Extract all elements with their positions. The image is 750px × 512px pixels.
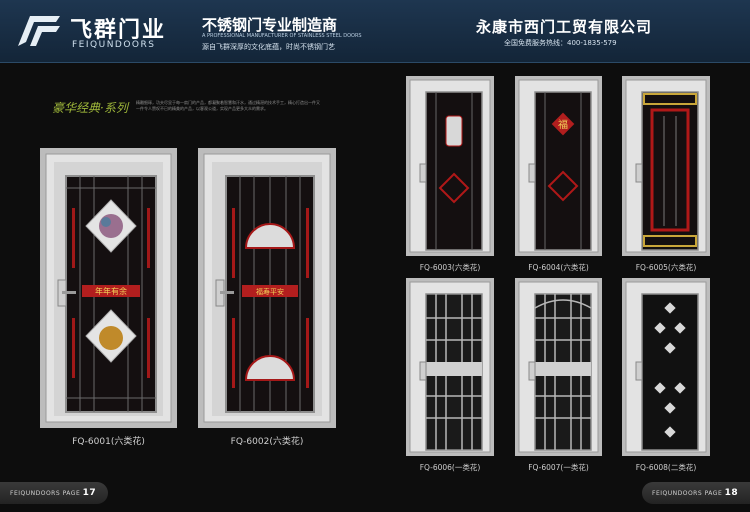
footer-left-label: FEIQUNDOORS PAGE	[10, 490, 81, 497]
brand-name-en: FEIQUNDOORS	[72, 40, 156, 50]
footer-left-page: 17	[82, 488, 97, 498]
door-6002-plaque: 福寿平安	[256, 287, 284, 296]
door-6008-caption: FQ-6008(二类花)	[635, 463, 697, 472]
door-fq-6004: 福	[515, 76, 602, 256]
feiqun-logo-icon	[18, 16, 60, 46]
door-6004-char: 福	[558, 118, 568, 131]
tagline-sub: 源自飞群深厚的文化底蕴，时尚不锈钢门艺	[202, 43, 335, 51]
door-6002-caption: FQ-6002(六类花)	[230, 437, 304, 447]
door-fq-6006	[406, 278, 494, 456]
door-6003-caption: FQ-6003(六类花)	[419, 263, 481, 272]
door-6005-caption: FQ-6005(六类花)	[635, 263, 697, 272]
door-fq-6008	[622, 278, 710, 456]
footer-page-18: FEIQUNDOORS PAGE 18	[642, 482, 750, 504]
door-6004-caption: FQ-6004(六类花)	[528, 263, 589, 272]
footer-right-text: FEIQUNDOORS PAGE 18	[652, 488, 738, 498]
series-description: 精雕细琢，功夫尽显于每一扇门的产品，都凝聚着智慧和汗水，通过精湛的技术手工，精心…	[136, 100, 320, 111]
door-6001-caption: FQ-6001(六类花)	[72, 437, 145, 447]
door-fq-6002: 福寿平安	[198, 148, 336, 428]
door-fq-6003	[406, 76, 494, 256]
door-6001-plaque: 年年有余	[95, 286, 127, 296]
page-header: 飞群门业 FEIQUNDOORS 不锈钢门专业制造商 A PROFESSIONA…	[0, 0, 750, 63]
footer-right-label: FEIQUNDOORS PAGE	[652, 490, 723, 497]
door-6006-caption: FQ-6006(一类花)	[419, 463, 481, 472]
door-6007-caption: FQ-6007(一类花)	[528, 463, 589, 472]
footer-page-17: FEIQUNDOORS PAGE 17	[0, 482, 108, 504]
tagline-title: 不锈钢门专业制造商	[202, 16, 338, 34]
brand-name: 飞群门业	[70, 18, 167, 43]
hotline: 全国免费服务热线：400-1835-579	[504, 39, 617, 47]
series-title: 豪华经典·系列	[52, 101, 128, 115]
door-fq-6007	[515, 278, 602, 456]
door-fq-6005	[622, 76, 710, 256]
footer-left-text: FEIQUNDOORS PAGE 17	[10, 488, 96, 498]
company-name: 永康市西门工贸有限公司	[476, 18, 653, 36]
door-fq-6001: 年年有余	[40, 148, 177, 428]
footer-right-page: 18	[724, 488, 739, 498]
tagline-en: A PROFESSIONAL MANUFACTURER OF STAINLESS…	[202, 33, 362, 39]
